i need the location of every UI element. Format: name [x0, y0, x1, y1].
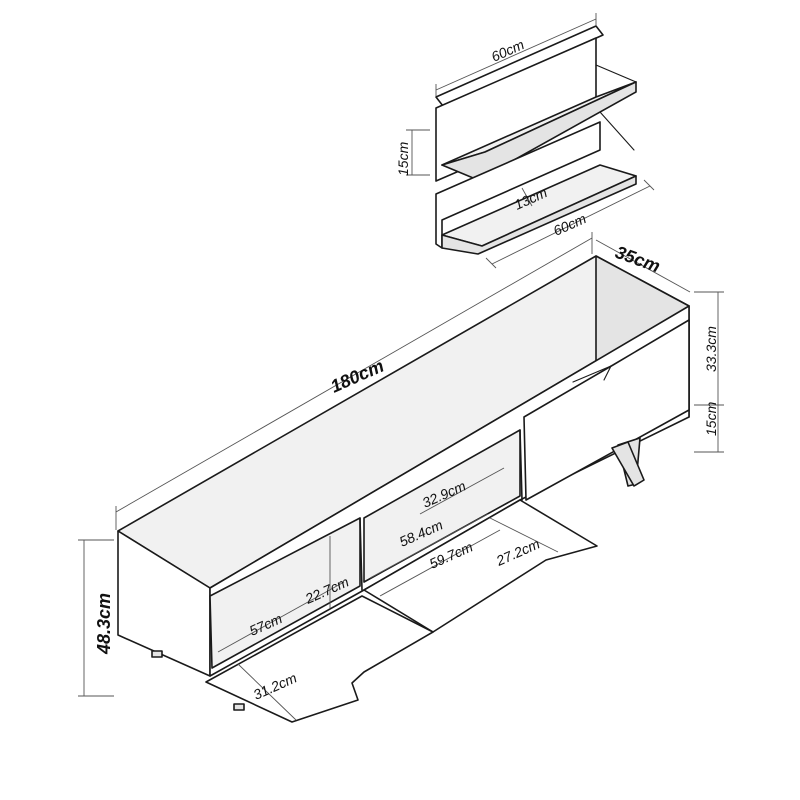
middle-divider: [519, 429, 523, 501]
right-door-handle: [572, 365, 612, 383]
left-flap: [205, 595, 434, 723]
top-shelf-back-panel: [435, 25, 604, 107]
label-door-height: 33.3cm: [703, 326, 719, 372]
label-unit-height: 48.3cm: [94, 593, 114, 655]
front-left-foot: [151, 650, 163, 658]
left-compartment-opening: [209, 517, 361, 669]
middle-flap: [363, 499, 598, 633]
bottom-shelf-front-edge: [441, 175, 637, 255]
wall-shelf-unit: [435, 25, 637, 255]
label-leg-height: 15cm: [703, 401, 719, 436]
top-shelf-bracket-line: [595, 64, 637, 83]
right-door: [523, 319, 690, 501]
label-shelf-gap: 15cm: [395, 141, 411, 176]
dimension-lines: [78, 13, 724, 721]
front-right-leg: [611, 441, 645, 487]
bottom-shelf-backboard: [435, 121, 601, 249]
tv-unit: [117, 255, 690, 723]
top-shelf-inner-line: [599, 111, 635, 151]
left-divider: [359, 517, 363, 591]
front-mid-foot: [233, 703, 245, 711]
top-shelf-front-edge: [441, 81, 637, 181]
